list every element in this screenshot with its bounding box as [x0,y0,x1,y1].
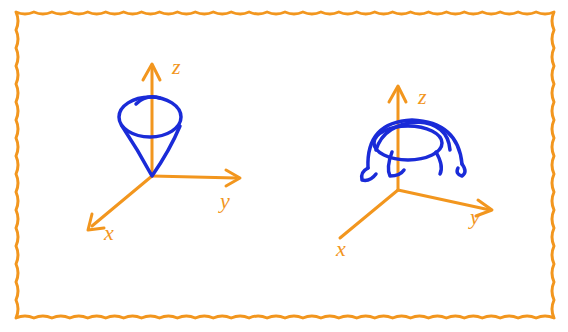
dome-arc [368,120,462,168]
arrow-head [226,170,240,186]
axis-label: y [470,206,480,228]
axis-label: x [336,238,346,260]
axis-label: y [220,190,230,212]
cone-rim [136,97,160,104]
dome-curl [457,164,465,176]
cone-side [122,126,180,176]
dome-arc [376,122,450,150]
x-axis [340,190,398,238]
x-axis [92,176,152,226]
arrow-head [143,64,160,80]
axis-label: z [172,56,181,78]
y-axis [152,176,236,178]
arrow-head [88,214,104,230]
axis-label: x [104,222,114,244]
cone-rim [119,97,181,137]
dome-base [374,126,442,160]
arrow-head [389,86,406,102]
dome-curl [436,152,441,174]
dome-curl [362,168,376,180]
z-axis [151,68,154,176]
wavy-border [16,12,554,318]
dome-curl [388,152,404,176]
axis-label: z [418,86,427,108]
